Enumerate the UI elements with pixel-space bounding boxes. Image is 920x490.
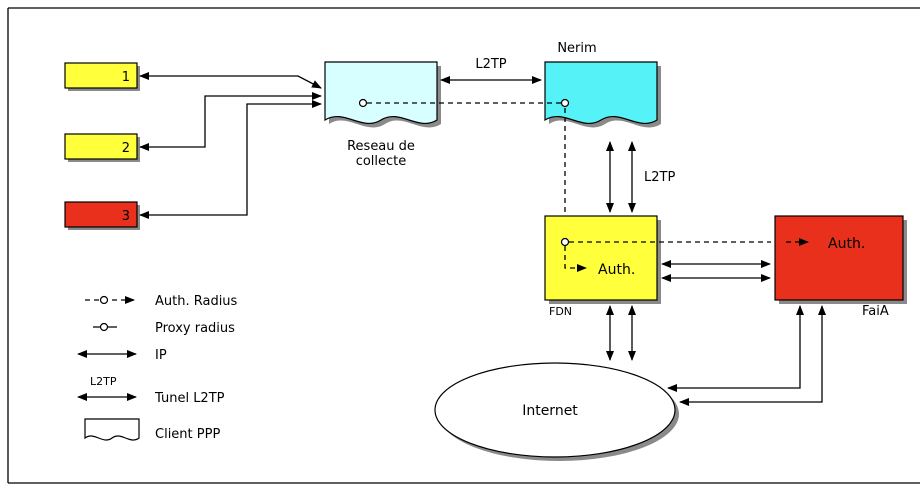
nerim-label: Nerim [557, 41, 596, 56]
legend-client-ppp-label: Client PPP [155, 427, 220, 442]
legend-l2tp-text: L2TP [90, 375, 117, 388]
collecte-box [324, 61, 438, 125]
collecte-label-line2: collecte [356, 154, 407, 169]
client-3-label: 3 [122, 209, 130, 224]
client-3-box [64, 201, 138, 228]
fdn-node: Auth. FDN [544, 215, 771, 318]
legend-client-ppp-icon [84, 418, 140, 441]
ip-arrow-faia-internet-2 [679, 305, 826, 406]
legend-proxy-radius-label: Proxy radius [155, 321, 235, 336]
legend-auth-radius-label: Auth. Radius [155, 294, 238, 309]
internet-ellipse [434, 362, 676, 458]
legend: Auth. Radius Proxy radius IP L2TP Tunel … [77, 294, 238, 442]
client-1-label: 1 [122, 70, 130, 85]
legend-tunnel-label: Tunel L2TP [154, 391, 225, 406]
nerim-node: Nerim [544, 41, 661, 128]
client-group: 1 2 3 [64, 62, 140, 230]
l2tp-top-label: L2TP [475, 57, 506, 72]
fdn-auth-arrow [564, 246, 587, 272]
client-1-link-arrow [139, 72, 322, 89]
l2tp-arrows-nerim-fdn [606, 141, 636, 213]
client-2-box [64, 133, 138, 160]
internet-node: Internet [434, 362, 679, 461]
client-1-box [64, 62, 138, 89]
nerim-box [544, 61, 658, 125]
faia-box [774, 215, 904, 301]
client-link-arrows [139, 72, 322, 219]
ip-arrows-fdn-internet [606, 305, 636, 361]
fdn-label: FDN [549, 305, 572, 318]
fdn-box [544, 215, 658, 301]
ip-arrows-fdn-faia [661, 260, 771, 282]
client-2-label: 2 [122, 141, 130, 156]
collecte-label-line1: Reseau de [347, 139, 415, 154]
ip-arrow-faia-internet-1 [667, 305, 804, 392]
frame-border [7, 7, 920, 484]
client-3-link-arrow [139, 100, 322, 219]
collecte-proxy-circle [358, 98, 368, 108]
fdn-auth-label: Auth. [598, 262, 635, 278]
ip-arrows-faia-internet [667, 305, 826, 406]
faia-label: FaiA [862, 304, 889, 319]
faia-node: Auth. FaiA [774, 215, 907, 319]
nerim-proxy-circle [560, 98, 570, 108]
legend-ip-label: IP [155, 348, 167, 363]
collecte-node: Reseau de collecte [324, 61, 441, 169]
legend-auth-radius-circle-icon [99, 295, 109, 305]
legend-proxy-radius-circle-icon [99, 322, 109, 332]
internet-label: Internet [522, 403, 578, 419]
l2tp-side-label: L2TP [644, 170, 675, 185]
faia-auth-label: Auth. [828, 236, 865, 252]
fdn-proxy-circle [560, 237, 570, 247]
